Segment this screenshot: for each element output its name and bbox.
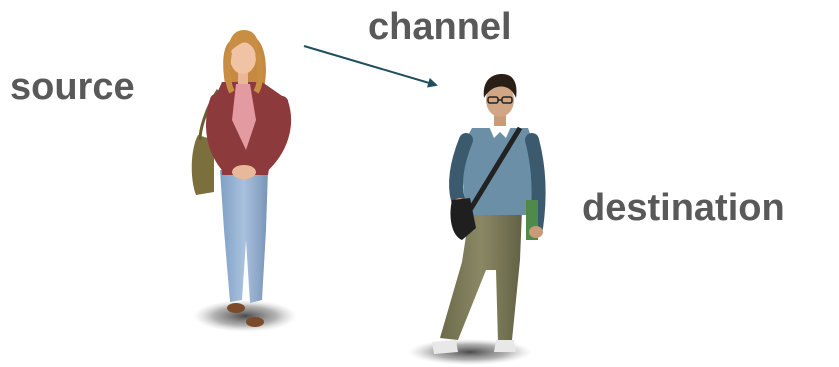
- arrow-right-down-icon: [303, 45, 438, 88]
- channel-label: channel: [368, 6, 512, 48]
- man-with-satchel-figure-icon: [408, 74, 546, 365]
- woman-standing-figure-icon: [191, 30, 297, 332]
- source-label: source: [10, 66, 135, 108]
- destination-label: destination: [582, 187, 785, 229]
